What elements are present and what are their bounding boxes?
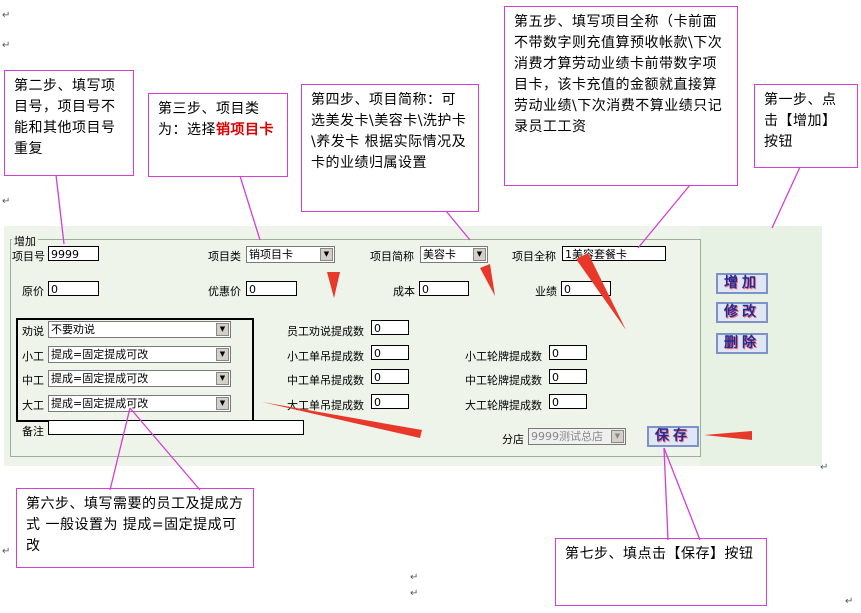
callout-step4: 第四步、项目简称：可选美发卡\美容卡\洗护卡\养发卡 根据实际情况及卡的业绩归属… — [301, 84, 479, 212]
item-abbr-label: 项目简称 — [370, 250, 414, 263]
paragraph-mark: ↵ — [2, 40, 11, 51]
paragraph-mark: ↵ — [2, 196, 11, 207]
item-no-label: 项目号 — [12, 250, 45, 263]
mid-value: 提成=固定提成可改 — [51, 372, 149, 385]
pointer-step3 — [239, 175, 261, 241]
senior-select[interactable]: 提成=固定提成可改 ▼ — [48, 395, 231, 412]
chevron-down-icon[interactable]: ▼ — [216, 348, 229, 361]
commission-label: 小工单吊提成数 — [287, 350, 364, 363]
persuade-value: 不要劝说 — [51, 323, 95, 336]
pointer-step6a — [109, 407, 131, 491]
rotation-commission-input[interactable]: 0 — [549, 369, 587, 384]
commission-input[interactable]: 0 — [371, 320, 409, 335]
paragraph-mark: ↵ — [2, 10, 11, 21]
cost-input[interactable]: 0 — [419, 281, 469, 296]
arrow-icon — [327, 272, 340, 298]
arrow-icon — [704, 431, 752, 440]
paragraph-mark: ↵ — [820, 462, 829, 473]
fieldset-title: 增加 — [12, 233, 38, 249]
arrow-icon — [480, 264, 495, 296]
rotation-commission-label: 小工轮牌提成数 — [465, 350, 542, 363]
commission-input[interactable]: 0 — [371, 394, 409, 409]
perf-label: 业绩 — [535, 285, 557, 298]
pointer-step7b — [663, 447, 701, 541]
paragraph-mark: ↵ — [2, 546, 11, 557]
junior-value: 提成=固定提成可改 — [51, 348, 149, 361]
step3-highlight: 销项目卡 — [216, 122, 274, 138]
cost-label: 成本 — [393, 285, 415, 298]
item-type-label: 项目类 — [208, 250, 241, 263]
persuade-select[interactable]: 不要劝说 ▼ — [48, 321, 231, 338]
rotation-commission-label: 大工轮牌提成数 — [465, 399, 542, 412]
item-fullname-label: 项目全称 — [512, 250, 556, 263]
staff-label: 中工 — [22, 374, 44, 387]
discount-input[interactable]: 0 — [246, 281, 297, 296]
rotation-commission-label: 中工轮牌提成数 — [465, 374, 542, 387]
add-fieldset — [10, 239, 701, 457]
paragraph-mark: ↵ — [410, 588, 419, 599]
chevron-down-icon[interactable]: ▼ — [216, 323, 229, 336]
callout-step2: 第二步、填写项目号，项目号不能和其他项目号重复 — [4, 70, 134, 176]
note-label: 备注 — [22, 425, 44, 438]
discount-label: 优惠价 — [208, 285, 241, 298]
staff-label: 小工 — [22, 350, 44, 363]
arrow-icon — [262, 402, 422, 438]
orig-price-label: 原价 — [22, 285, 44, 298]
callout-step5: 第五步、填写项目全称（卡前面不带数字则充值算预收帐款\下次消费才算劳动业绩卡前带… — [504, 6, 738, 186]
pointer-step7a — [663, 447, 669, 541]
pointer-step5 — [637, 184, 691, 249]
rotation-commission-input[interactable]: 0 — [549, 345, 587, 360]
delete-button[interactable]: 删除 — [716, 333, 768, 354]
mid-select[interactable]: 提成=固定提成可改 ▼ — [48, 370, 231, 387]
item-type-value: 销项目卡 — [249, 248, 293, 261]
callout-step3: 第三步、项目类为：选择销项目卡 — [148, 93, 288, 177]
note-input[interactable] — [48, 420, 304, 435]
chevron-down-icon[interactable]: ▼ — [473, 248, 486, 261]
step3-text: 第三步、项目类为：选择 — [158, 101, 260, 138]
pointer-step4 — [445, 210, 471, 241]
chevron-down-icon[interactable]: ▼ — [216, 372, 229, 385]
callout-step1: 第一步、点击【增加】按钮 — [754, 84, 858, 168]
pointer-step2 — [55, 174, 65, 245]
callout-step7: 第七步、填点击【保存】按钮 — [555, 538, 767, 606]
arrow-icon — [576, 253, 626, 330]
staff-label: 大工 — [22, 399, 44, 412]
pointer-step1 — [771, 166, 801, 229]
chevron-down-icon[interactable]: ▼ — [320, 248, 333, 261]
staff-label: 劝说 — [22, 325, 44, 338]
rotation-commission-input[interactable]: 0 — [549, 394, 587, 409]
branch-label: 分店 — [502, 433, 524, 446]
pointer-step6b — [129, 407, 201, 491]
branch-value: 9999测试总店 — [531, 430, 603, 443]
commission-input[interactable]: 0 — [371, 369, 409, 384]
item-abbr-select[interactable]: 美容卡 ▼ — [420, 246, 488, 263]
item-type-select[interactable]: 销项目卡 ▼ — [246, 246, 335, 263]
commission-input[interactable]: 0 — [371, 345, 409, 360]
commission-label: 员工劝说提成数 — [287, 325, 364, 338]
paragraph-mark: ↵ — [845, 596, 854, 607]
item-abbr-value: 美容卡 — [423, 248, 456, 261]
save-button[interactable]: 保存 — [647, 426, 699, 447]
commission-label: 中工单吊提成数 — [287, 374, 364, 387]
chevron-down-icon[interactable]: ▼ — [216, 397, 229, 410]
branch-select[interactable]: 9999测试总店 ▼ — [528, 428, 626, 445]
item-no-input[interactable]: 9999 — [48, 246, 99, 261]
callout-step6: 第六步、填写需要的员工及提成方式 一般设置为 提成=固定提成可改 — [16, 488, 254, 568]
add-button[interactable]: 增加 — [716, 273, 768, 294]
senior-value: 提成=固定提成可改 — [51, 397, 149, 410]
chevron-down-icon[interactable]: ▼ — [611, 430, 624, 443]
junior-select[interactable]: 提成=固定提成可改 ▼ — [48, 346, 231, 363]
commission-label: 大工单吊提成数 — [287, 399, 364, 412]
edit-button[interactable]: 修改 — [716, 302, 768, 323]
orig-price-input[interactable]: 0 — [48, 281, 99, 296]
paragraph-mark: ↵ — [410, 572, 419, 583]
